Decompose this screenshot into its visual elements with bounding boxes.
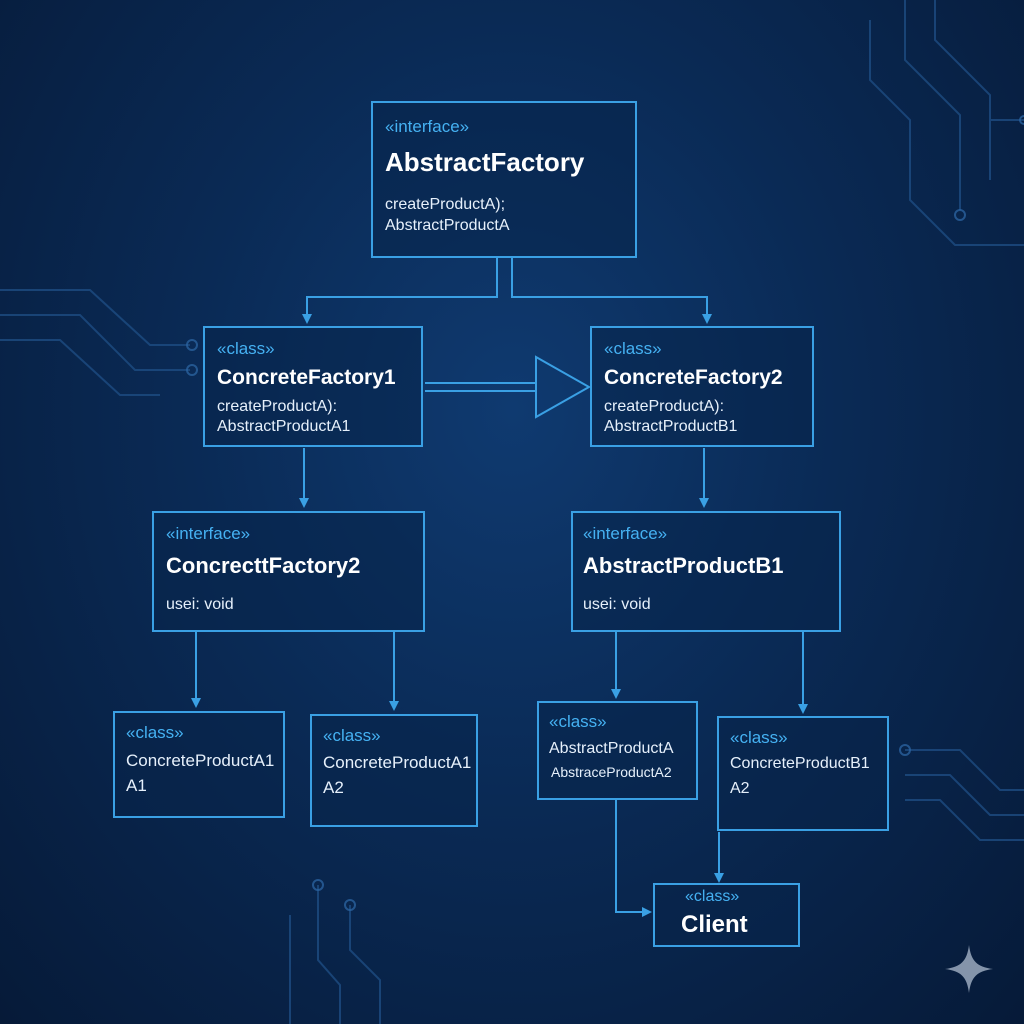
class-name: ConcreteFactory2 <box>604 366 783 389</box>
stereotype-label: «class» <box>549 712 607 731</box>
abstract-product-a-box: «class» AbstractProductA AbstraceProduct… <box>537 701 698 800</box>
class-name: AbstractProductB1 <box>583 553 784 578</box>
method-line: createProductA); <box>385 196 506 213</box>
sparkle-icon <box>945 945 993 993</box>
concrete-product-b1-box: «class» ConcreteProductB1 A2 <box>717 716 889 831</box>
stereotype-label: «class» <box>217 339 275 358</box>
stereotype-label: «interface» <box>166 524 251 543</box>
stereotype-label: «class» <box>323 726 381 745</box>
stereotype-label: «class» <box>685 888 740 905</box>
class-name: AbstractFactory <box>385 147 585 177</box>
variant-line: AbstraceProductA2 <box>551 764 672 780</box>
concrete-factory-1-box: «class» ConcreteFactory1 createProductA)… <box>203 326 423 447</box>
method-line: usei: void <box>166 596 234 613</box>
class-name-line: ConcreteProductB1 <box>730 755 870 772</box>
connector-abstract-to-cf2 <box>511 258 712 324</box>
method-line: createProductA): <box>217 398 338 415</box>
class-name: ConcreteFactory1 <box>217 366 396 389</box>
stereotype-label: «interface» <box>583 524 668 543</box>
concrete-product-a2-box: «class» ConcreteProductA1 A2 <box>310 714 478 827</box>
variant-line: A2 <box>323 778 344 797</box>
stereotype-label: «class» <box>730 728 788 747</box>
concrect-factory-2-interface-box: «interface» ConcrecttFactory2 usei: void <box>152 511 425 632</box>
realization-triangle <box>535 355 592 419</box>
class-name: Client <box>681 911 748 938</box>
class-name-line: AbstractProductA <box>549 740 674 757</box>
connector-producta-to-client <box>615 800 652 917</box>
return-type-line: AbstractProductB1 <box>604 418 738 435</box>
class-name-line: ConcreteProductA1 <box>323 753 472 772</box>
method-line: usei: void <box>583 596 651 613</box>
abstract-factory-box: «interface» AbstractFactory createProduc… <box>371 101 637 258</box>
concrete-product-a1-box: «class» ConcreteProductA1 A1 <box>113 711 285 818</box>
stereotype-label: «class» <box>126 723 184 742</box>
abstract-product-b1-box: «interface» AbstractProductB1 usei: void <box>571 511 841 632</box>
stereotype-label: «class» <box>604 339 662 358</box>
concrete-factory-2-box: «class» ConcreteFactory2 createProductA)… <box>590 326 814 447</box>
class-name: ConcrecttFactory2 <box>166 553 361 578</box>
return-type-line: AbstractProductA <box>385 217 510 234</box>
method-line: createProductA): <box>604 398 725 415</box>
return-type-line: AbstractProductA1 <box>217 418 351 435</box>
variant-line: A2 <box>730 780 750 797</box>
connector-abstract-to-cf1 <box>302 258 498 324</box>
client-box: «class» Client <box>653 883 800 947</box>
variant-line: A1 <box>126 776 147 795</box>
class-name-line: ConcreteProductA1 <box>126 751 275 770</box>
stereotype-label: «interface» <box>385 117 470 136</box>
